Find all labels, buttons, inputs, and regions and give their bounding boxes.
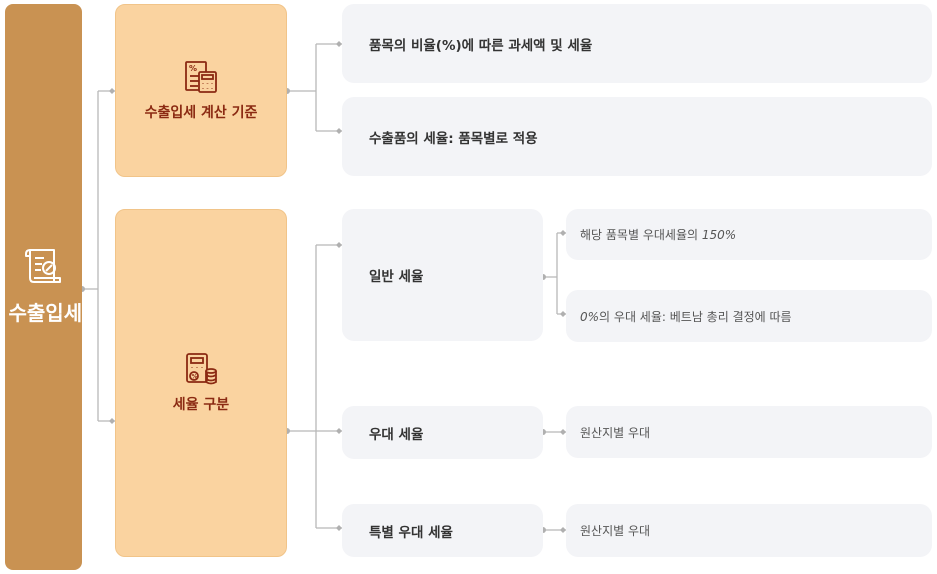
item-special-preferential-rate: 특별 우대 세율 — [342, 504, 543, 557]
detail-preferential-origin: 원산지별 우대 — [566, 406, 932, 458]
category-calc-basis: % 수출입세 계산 기준 — [115, 4, 287, 177]
category-rate-types: % 세율 구분 — [115, 209, 287, 557]
item-label: 품목의 비율(%)에 따른 과세액 및 세율 — [369, 37, 593, 54]
item-preferential-rate: 우대 세율 — [342, 406, 543, 459]
item-label: 특별 우대 세율 — [369, 524, 453, 541]
calculator-document-icon: % — [185, 60, 217, 93]
item-general-rate: 일반 세율 — [342, 209, 543, 341]
calculator-coins-icon: % — [186, 353, 217, 385]
category-label: 세율 구분 — [172, 397, 230, 413]
detail-general-150: 해당 품목별 우대세율의 150% — [566, 209, 932, 260]
detail-text: 해당 품목별 우대세율의 150% — [580, 228, 737, 242]
item-label: 수출품의 세율: 품목별로 적용 — [369, 130, 538, 147]
svg-text:%: % — [192, 374, 198, 381]
svg-text:%: % — [189, 64, 197, 73]
detail-text: 0%의 우대 세율: 베트남 총리 결정에 따름 — [580, 309, 792, 324]
item-calc-basis-export: 수출품의 세율: 품목별로 적용 — [342, 97, 932, 176]
detail-general-0: 0%의 우대 세율: 베트남 총리 결정에 따름 — [566, 290, 932, 342]
detail-text: 원산지별 우대 — [580, 524, 651, 538]
root-node: 수출입세 — [5, 4, 82, 570]
item-label: 우대 세율 — [369, 426, 424, 443]
detail-special-origin: 원산지별 우대 — [566, 504, 932, 557]
item-label: 일반 세율 — [369, 269, 424, 285]
category-label: 수출입세 계산 기준 — [144, 104, 258, 121]
detail-text: 원산지별 우대 — [580, 425, 651, 440]
tax-document-icon — [24, 249, 61, 283]
root-label: 수출입세 — [8, 301, 83, 325]
item-calc-basis-ratio: 품목의 비율(%)에 따른 과세액 및 세율 — [342, 4, 932, 83]
